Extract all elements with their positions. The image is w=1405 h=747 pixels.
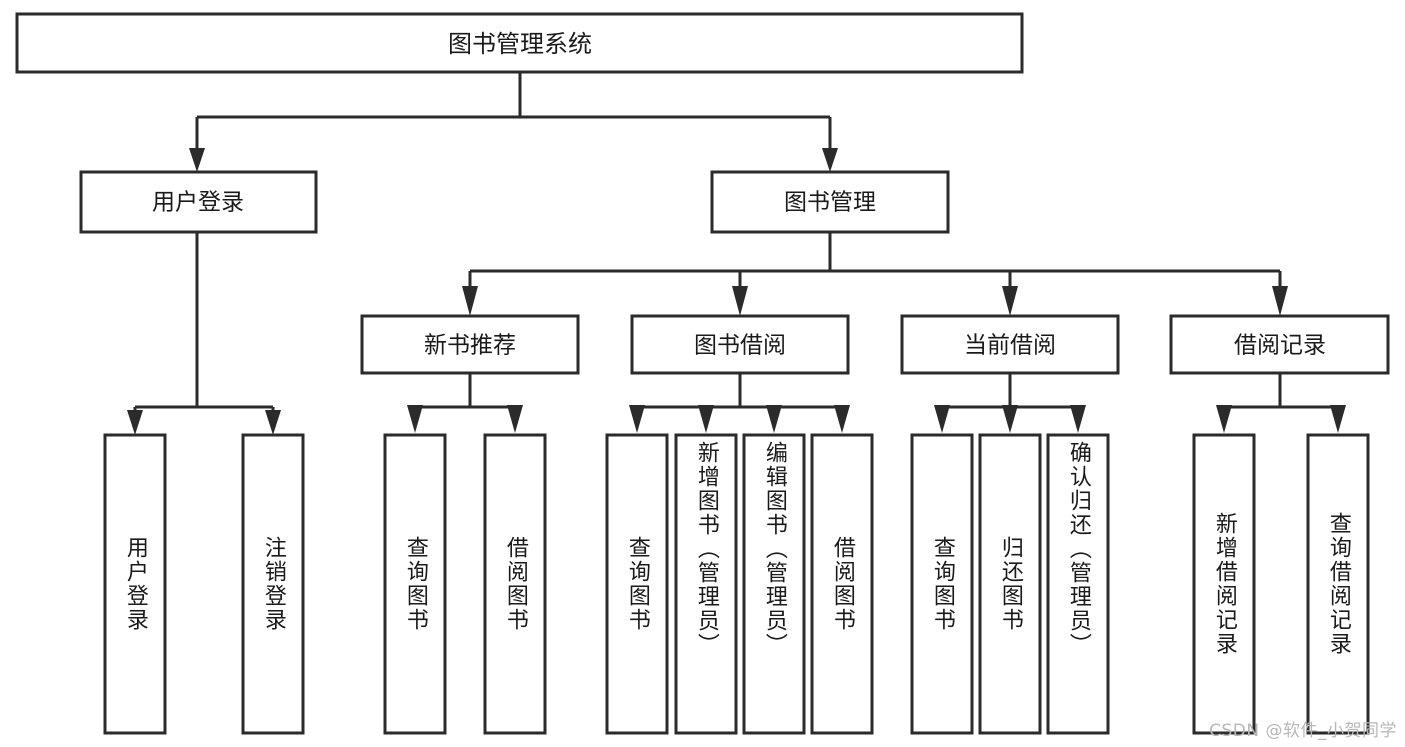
leaf-box-query-book-nb[interactable] xyxy=(383,433,447,735)
root-label: 图书管理系统 xyxy=(448,30,592,58)
leaf-box-add-borrow-record[interactable] xyxy=(1192,433,1256,735)
node-book-manage[interactable]: 图书管理 xyxy=(710,170,950,234)
leaf-box-confirm-return-admin[interactable] xyxy=(1046,433,1110,735)
leaf-box-return-book[interactable] xyxy=(978,433,1042,735)
node-current-borrow[interactable]: 当前借阅 xyxy=(900,314,1120,375)
arrow-to-new-book xyxy=(462,286,478,316)
book-borrow-box[interactable] xyxy=(630,314,850,375)
leaf-box-add-book-admin[interactable] xyxy=(674,433,738,735)
connectors-current-borrow-to-leaves xyxy=(934,373,1086,433)
current-borrow-label: 当前借阅 xyxy=(964,333,1056,359)
user-login-label: 用户登录 xyxy=(152,190,244,216)
leaf-boxes-book-borrow xyxy=(605,433,874,735)
book-borrow-label: 图书借阅 xyxy=(694,333,786,359)
borrow-record-box[interactable] xyxy=(1169,314,1390,375)
connectors-new-book-to-leaves xyxy=(407,373,523,433)
leaf-box-edit-book-admin[interactable] xyxy=(742,433,806,735)
arrow-bb-leaf4 xyxy=(834,405,850,433)
leaf-box-borrow-book-nb[interactable] xyxy=(483,433,547,735)
connectors-book-borrow-to-leaves xyxy=(629,373,850,433)
node-user-login[interactable]: 用户登录 xyxy=(79,170,318,234)
user-login-box[interactable] xyxy=(79,170,318,234)
book-manage-box[interactable] xyxy=(710,170,950,234)
arrow-to-leaf-user-login xyxy=(127,410,143,435)
arrow-to-book-borrow xyxy=(732,286,748,316)
leaf-box-query-book-bb[interactable] xyxy=(605,433,669,735)
arrow-cb-leaf1 xyxy=(934,405,950,433)
leaf-boxes-current-borrow xyxy=(910,433,1110,735)
arrow-bb-leaf1 xyxy=(629,405,645,433)
arrow-cb-leaf2 xyxy=(1002,405,1018,433)
connectors-user-login-to-leaves xyxy=(127,232,281,435)
connectors-root-to-level2 xyxy=(189,72,838,172)
arrow-to-current-borrow xyxy=(1002,286,1018,316)
arrow-nb-leaf1 xyxy=(407,405,423,433)
connectors-borrow-record-to-leaves xyxy=(1216,373,1346,433)
node-borrow-record[interactable]: 借阅记录 xyxy=(1169,314,1390,375)
leaf-box-borrow-book-bb[interactable] xyxy=(810,433,874,735)
new-book-recommend-box[interactable] xyxy=(360,314,580,375)
csdn-watermark: CSDN @软件_小贺同学 xyxy=(1209,721,1397,741)
arrow-br-leaf2 xyxy=(1330,405,1346,433)
root-box[interactable] xyxy=(15,12,1024,74)
leaf-boxes-borrow-record xyxy=(1192,433,1370,735)
arrow-cb-leaf3 xyxy=(1070,405,1086,433)
leaf-boxes-user-login xyxy=(103,433,305,735)
leaf-box-user-login[interactable] xyxy=(103,433,167,735)
leaf-boxes-new-book-recommend xyxy=(383,433,547,735)
book-manage-label: 图书管理 xyxy=(784,190,876,216)
current-borrow-box[interactable] xyxy=(900,314,1120,375)
arrow-to-user-login xyxy=(189,148,205,172)
arrow-nb-leaf2 xyxy=(507,405,523,433)
node-book-borrow[interactable]: 图书借阅 xyxy=(630,314,850,375)
connectors-book-manage-to-level3 xyxy=(462,233,1288,316)
arrow-to-leaf-logout xyxy=(265,410,281,435)
node-new-book-recommend[interactable]: 新书推荐 xyxy=(360,314,580,375)
leaf-box-logout[interactable] xyxy=(241,433,305,735)
arrow-bb-leaf2 xyxy=(698,405,714,433)
leaf-box-query-borrow-record[interactable] xyxy=(1306,433,1370,735)
arrow-bb-leaf3 xyxy=(766,405,782,433)
new-book-recommend-label: 新书推荐 xyxy=(424,333,516,359)
borrow-record-label: 借阅记录 xyxy=(1234,333,1326,359)
arrow-to-borrow-record xyxy=(1272,286,1288,316)
arrow-to-book-manage xyxy=(822,148,838,172)
node-root[interactable]: 图书管理系统 xyxy=(15,12,1024,74)
arrow-br-leaf1 xyxy=(1216,405,1232,433)
leaf-box-query-book-cb[interactable] xyxy=(910,433,974,735)
